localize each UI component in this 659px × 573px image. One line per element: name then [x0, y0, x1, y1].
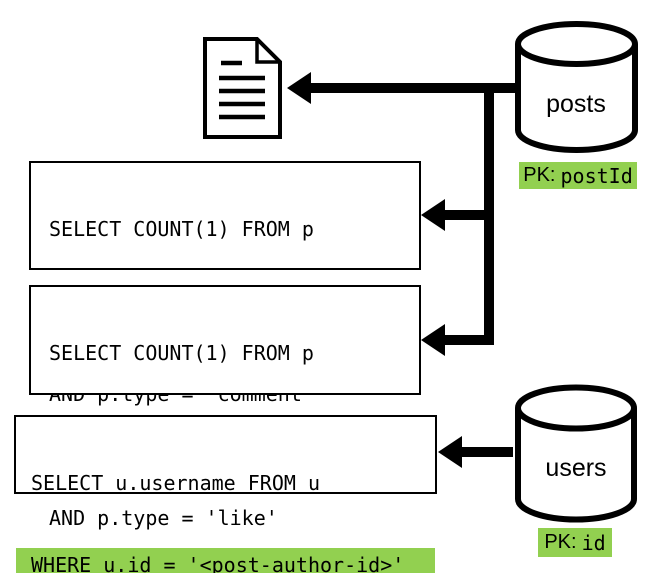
sql-and-line: AND p.type = 'like': [49, 506, 278, 530]
sql-select-line: SELECT COUNT(1) FROM p: [49, 341, 314, 365]
users-pk-badge: PK: id: [538, 528, 612, 557]
arrow-posts-to-like-query: [421, 324, 494, 356]
posts-pk-badge: PK: postId: [519, 162, 637, 189]
author-username-query-box: SELECT u.username FROM u WHERE u.id = '<…: [14, 415, 437, 573]
sql-where-line-highlighted: WHERE u.id = '<post-author-id>': [16, 548, 435, 573]
sql-select-line: SELECT COUNT(1) FROM p: [49, 217, 314, 241]
arrow-posts-to-document: [287, 72, 515, 104]
posts-pk-prefix: PK:: [523, 164, 556, 186]
posts-database-name: posts: [546, 90, 606, 118]
arrow-users-to-username-query: [438, 436, 513, 468]
document-page-icon: [203, 37, 282, 139]
users-database-name: users: [545, 454, 607, 482]
comment-count-query-box: SELECT COUNT(1) FROM p WHERE p.postId = …: [29, 161, 421, 406]
users-pk-prefix: PK:: [544, 531, 577, 553]
posts-pk-field: postId: [560, 163, 633, 188]
sql-select-line: SELECT u.username FROM u: [31, 470, 320, 495]
posts-database-cylinder-icon: [515, 21, 638, 153]
users-database-cylinder-icon: [515, 384, 637, 523]
arrow-posts-to-comment-query: [421, 199, 492, 231]
users-pk-field: id: [581, 530, 606, 555]
like-count-query-box: SELECT COUNT(1) FROM p WHERE p.postId = …: [29, 285, 421, 530]
